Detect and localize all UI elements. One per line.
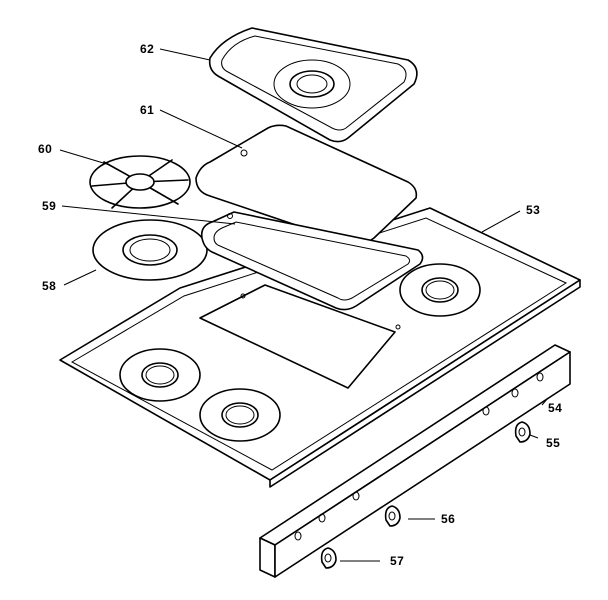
callout-53: 53 [526,203,541,217]
part-60-burner-grate [89,155,191,209]
callout-58: 58 [42,279,57,293]
part-62-drip-pan [208,27,418,143]
part-58-burner-bowl [92,219,208,281]
callout-55: 55 [546,436,561,450]
callout-59: 59 [42,199,57,213]
part-56-clip [384,505,401,527]
callout-56: 56 [441,512,456,526]
part-55-clip [514,421,531,443]
callout-61: 61 [140,103,155,117]
callout-54: 54 [548,401,563,415]
leader-lines [59,48,549,562]
cooktop-main-top [59,207,581,488]
callout-57: 57 [390,554,405,568]
part-59-gasket [200,211,424,311]
callout-62: 62 [140,42,155,56]
part-54-control-panel [259,344,571,578]
part-57-clip [320,547,337,569]
part-61-cover-plate [195,124,418,246]
callout-60: 60 [38,142,53,156]
